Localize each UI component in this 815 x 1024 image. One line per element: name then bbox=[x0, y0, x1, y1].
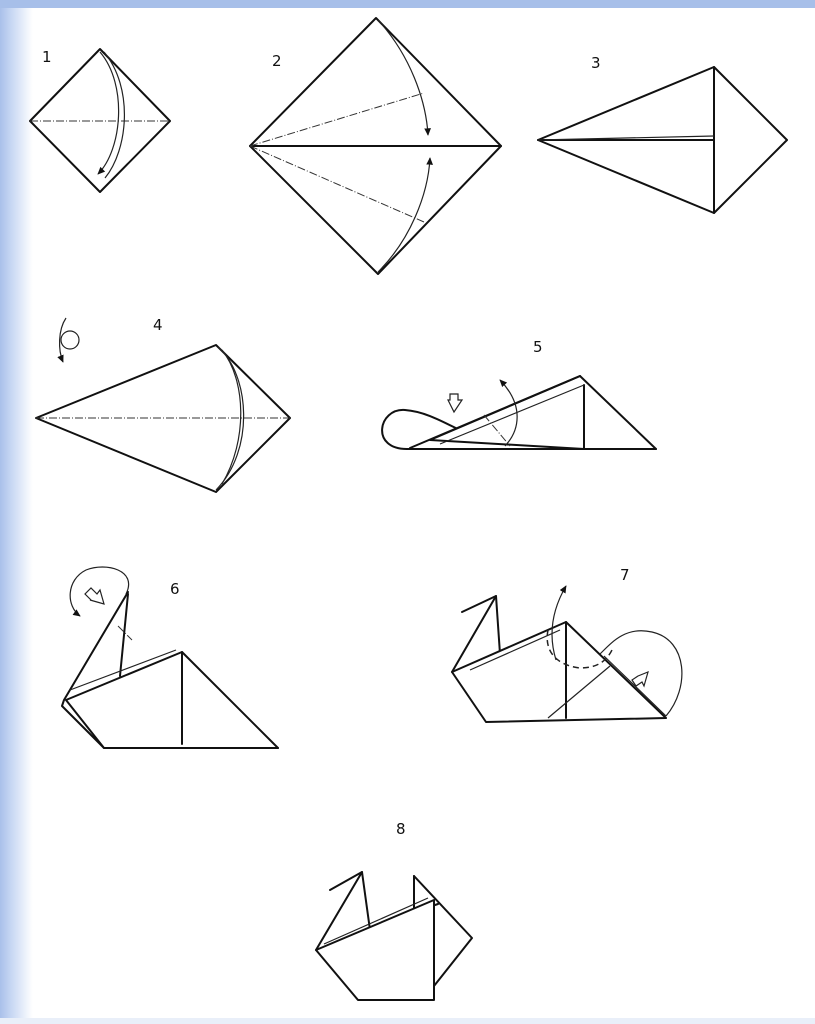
step-7-number: 7 bbox=[620, 566, 630, 584]
step-8-number: 8 bbox=[396, 820, 406, 838]
turn-over-icon bbox=[60, 318, 79, 362]
step-4-figure: 4 bbox=[36, 316, 290, 492]
step-7-figure: 7 bbox=[452, 566, 682, 722]
step-1-figure: 1 bbox=[30, 48, 170, 192]
step-2-figure: 2 bbox=[250, 18, 501, 274]
step-5-number: 5 bbox=[533, 338, 543, 356]
step-6-figure: 6 bbox=[62, 567, 278, 748]
step-2-number: 2 bbox=[272, 52, 282, 70]
step-3-number: 3 bbox=[591, 54, 601, 72]
step-8-figure: 8 bbox=[316, 820, 472, 1000]
step-6-number: 6 bbox=[170, 580, 180, 598]
step-5-figure: 5 bbox=[382, 338, 656, 449]
step-4-number: 4 bbox=[153, 316, 163, 334]
step-3-figure: 3 bbox=[538, 54, 787, 213]
step-1-number: 1 bbox=[42, 48, 52, 66]
